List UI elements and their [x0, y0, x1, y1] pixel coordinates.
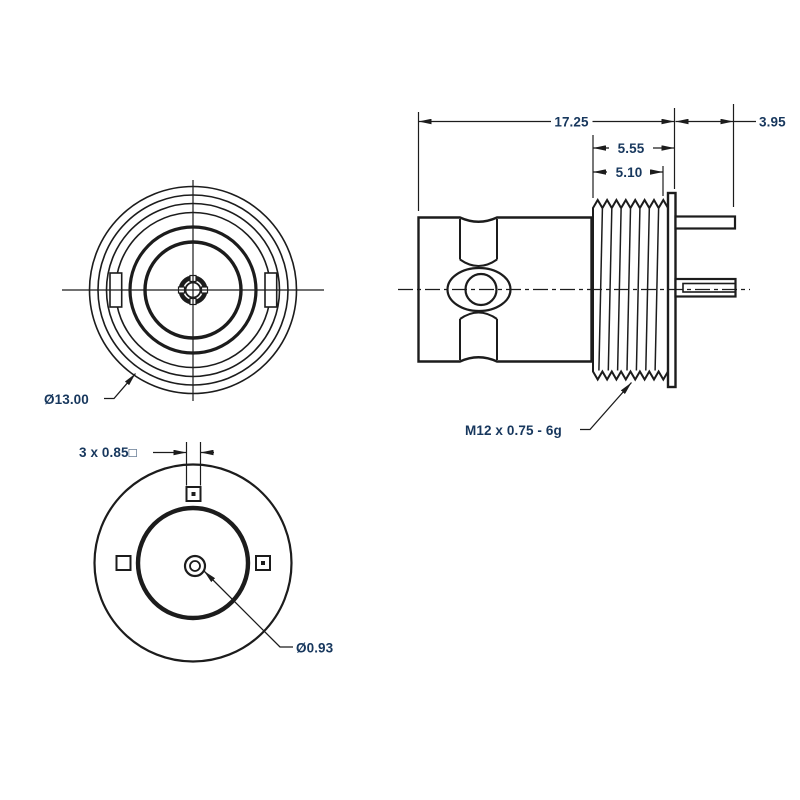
thread-crest-line [607, 208, 613, 371]
body-groove-sag-bottom [459, 311, 498, 320]
dim-thread-length: 5.55 [593, 141, 675, 156]
label-center-pin-diameter: Ø0.93 [203, 570, 334, 656]
pcb-pin-center-inner [682, 282, 737, 293]
center-pin-leader [203, 570, 293, 648]
rear-body-circle [135, 505, 251, 621]
dim-thread-length-text: 5.55 [618, 141, 645, 156]
rear-view: 3 x 0.85□ Ø0.93 [79, 442, 334, 663]
pcb-pin-center-outer [674, 277, 737, 298]
front-diameter-leader [104, 373, 136, 400]
ground-pin-left [115, 555, 132, 571]
ground-pin-right-dot [261, 561, 265, 565]
label-front-diameter: Ø13.00 [44, 373, 136, 407]
dim-pin-square-text: 3 x 0.85□ [79, 445, 137, 460]
center-pin-diameter-text: Ø0.93 [296, 641, 334, 656]
ground-pin-top-dot [191, 492, 196, 496]
pcb-pin-top [674, 215, 737, 230]
dim-overall-length-text: 17.25 [554, 115, 589, 130]
front-view: Ø13.00 [44, 180, 324, 407]
label-thread-spec: M12 x 0.75 - 6g [465, 382, 632, 438]
thread-crest-line [635, 208, 641, 371]
dim-pin-square: 3 x 0.85□ [79, 442, 214, 486]
body-groove-sag-top [459, 258, 498, 267]
rear-outer-circle [93, 463, 293, 663]
thread-crest-line [654, 208, 660, 371]
side-view: 17.25 3.95 5.55 5.10 M12 x 0.75 - 6g [398, 104, 786, 438]
dim-pin-length: 3.95 [675, 115, 786, 130]
dim-thread-effective: 5.10 [593, 165, 663, 180]
rear-center-pin-outer [183, 554, 207, 578]
dim-pin-length-text: 3.95 [759, 115, 786, 130]
front-diameter-text: Ø13.00 [44, 392, 89, 407]
thread-spec-text: M12 x 0.75 - 6g [465, 423, 562, 438]
dim-overall-length: 17.25 [418, 115, 675, 130]
thread-spec-leader [580, 382, 632, 431]
dim-thread-effective-text: 5.10 [616, 165, 643, 180]
rear-center-pin-inner [189, 560, 201, 572]
